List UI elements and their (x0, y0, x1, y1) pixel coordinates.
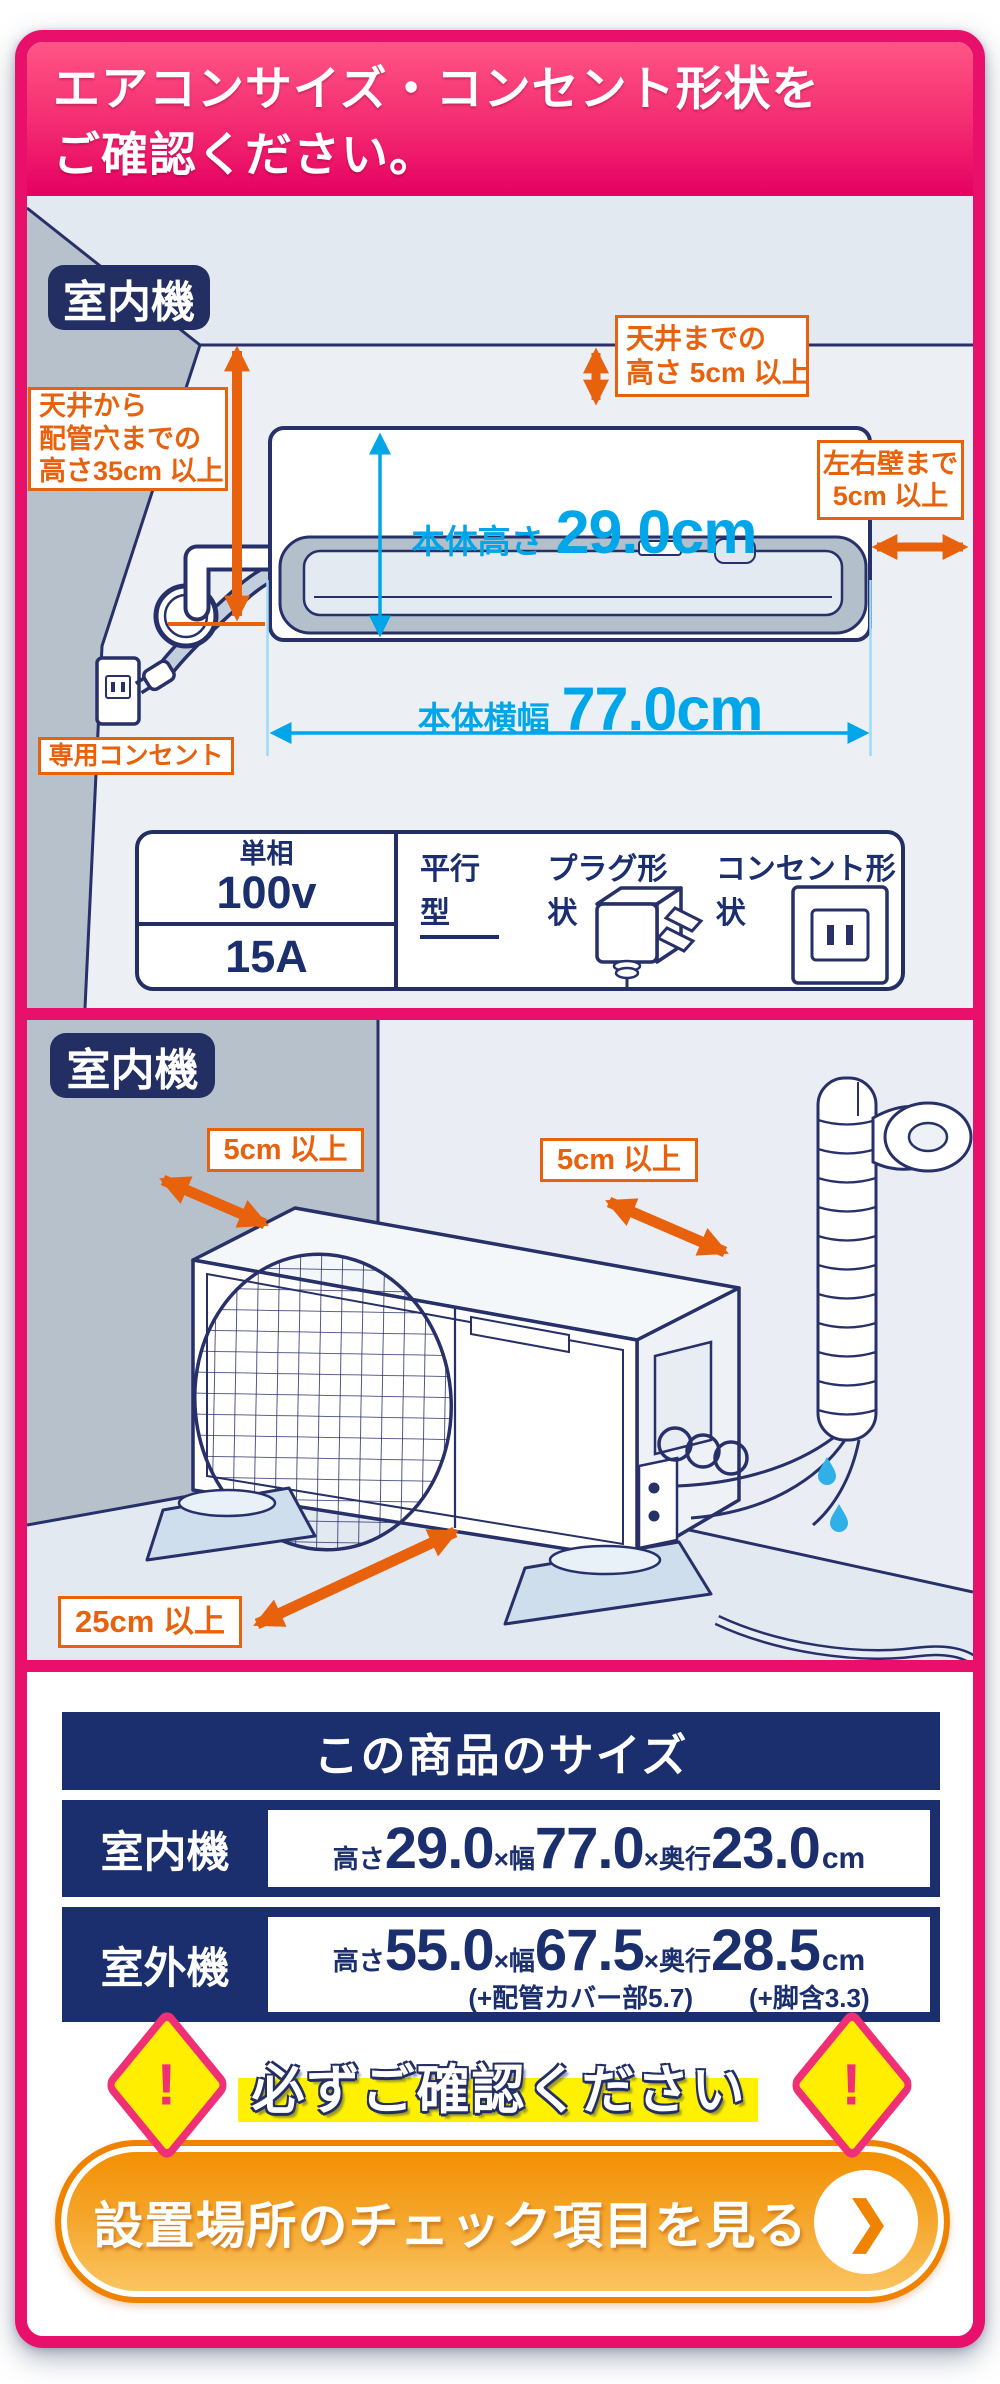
cta-label: 設置場所のチェック項目を見る (93, 2197, 808, 2254)
warning-highlight (238, 2078, 758, 2122)
phase-voltage-cell: 単相 100v (139, 834, 394, 926)
indoor-unit-illustration (268, 426, 872, 642)
clearance-label-back: 5cm 以上 (540, 1138, 698, 1182)
header-title-line-2: ご確認ください。 (53, 128, 437, 181)
cta-button[interactable]: 設置場所のチェック項目を見る ❯ (55, 2140, 950, 2303)
unit-height-measure: 本体高さ 29.0cm (411, 498, 758, 566)
chevron-right-icon: ❯ (845, 2192, 891, 2252)
vent-slot (470, 1315, 570, 1354)
warning-exclamation: ! (842, 2052, 862, 2118)
section-divider (27, 1008, 973, 1020)
header-banner: エアコンサイズ・コンセント形状を ご確認ください。 (27, 42, 973, 196)
warning-text: 必ずご確認ください (251, 2061, 747, 2120)
outdoor-unit-section: 室内機 5cm 以上 5cm 以上 25cm 以上 (27, 1020, 973, 1660)
unit-display-window (638, 540, 682, 556)
outlet-shape-label: コンセント形状 (715, 853, 896, 930)
valve-cover (637, 1456, 679, 1550)
back-clearance-arrow (605, 1196, 729, 1258)
pipes-cables (676, 1436, 861, 1527)
ceiling-pipe-clearance-label: 天井から 配管穴までの 高さ35cm 以上 (28, 387, 228, 491)
size-row-name: 室外機 (100, 1944, 230, 1993)
dedicated-outlet-label: 専用コンセント (38, 737, 234, 775)
front-clearance-arrow (253, 1527, 459, 1629)
page-frame: エアコンサイズ・コンセント形状を ご確認ください。 (15, 30, 985, 2348)
plug-icon (595, 886, 704, 987)
unit-width-measure: 本体横幅 77.0cm (417, 675, 764, 743)
size-row-name: 室内機 (100, 1828, 230, 1877)
plug-small-icon (134, 659, 176, 695)
size-row-values: 高さ 55.0 ×幅 67.5 ×奥行 28.5 cm (332, 1917, 866, 1983)
outdoor-badge: 室内機 (50, 1033, 215, 1098)
coiled-cable-icon (657, 1426, 693, 1462)
outdoor-scene-illustration (27, 1020, 973, 1660)
outlet-icon (791, 885, 889, 985)
size-row-notes: (+配管カバー部5.7) (+脚含3.3) (468, 1982, 870, 2013)
power-spec-table: 単相 100v 15A 平行型 プラグ形状 コンセント形状 (135, 830, 905, 991)
bottom-section: この商品のサイズ 室内機 高さ 29.0 ×幅 77.0 ×奥行 23.0 cm (27, 1672, 973, 2336)
side-panel (653, 1340, 713, 1456)
size-row-values: 高さ 29.0 ×幅 77.0 ×奥行 23.0 cm (332, 1816, 866, 1881)
indoor-unit-section: 室内機 天井から 配管穴までの 高さ35cm 以上 天井までの 高さ 5cm 以… (27, 196, 973, 1008)
water-drop-icon (818, 1457, 836, 1485)
insulated-pipe-icon (816, 1076, 973, 1442)
size-row-outdoor: 室外機 高さ 55.0 ×幅 67.5 ×奥行 28.5 cm (+配管カバー部… (62, 1907, 940, 2022)
left-clearance-arrow (159, 1174, 269, 1230)
plug-type-label: 平行型 (420, 844, 500, 939)
indoor-badge: 室内機 (48, 265, 210, 330)
size-row-indoor: 室内機 高さ 29.0 ×幅 77.0 ×奥行 23.0 cm (62, 1800, 940, 1897)
cta-circle: ❯ (814, 2169, 918, 2274)
section-divider (27, 1660, 973, 1672)
drain-hose (715, 1617, 973, 1660)
water-drop-icon (830, 1504, 848, 1532)
amperage-cell: 15A (225, 930, 308, 982)
refrigerant-pipe (187, 548, 290, 618)
size-table-title: この商品のサイズ (62, 1712, 940, 1790)
clearance-label-left: 5cm 以上 (207, 1128, 364, 1172)
clearance-label-front: 25cm 以上 (58, 1596, 242, 1648)
side-wall-clearance-label: 左右壁まで 5cm 以上 (817, 440, 964, 520)
header-title-line-1: エアコンサイズ・コンセント形状を (53, 62, 820, 115)
unit-sensor (714, 538, 756, 564)
ceiling-clearance-label: 天井までの 高さ 5cm 以上 (615, 315, 810, 397)
plug-shape-label: プラグ形状 (547, 853, 668, 930)
warning-exclamation: ! (157, 2052, 177, 2118)
